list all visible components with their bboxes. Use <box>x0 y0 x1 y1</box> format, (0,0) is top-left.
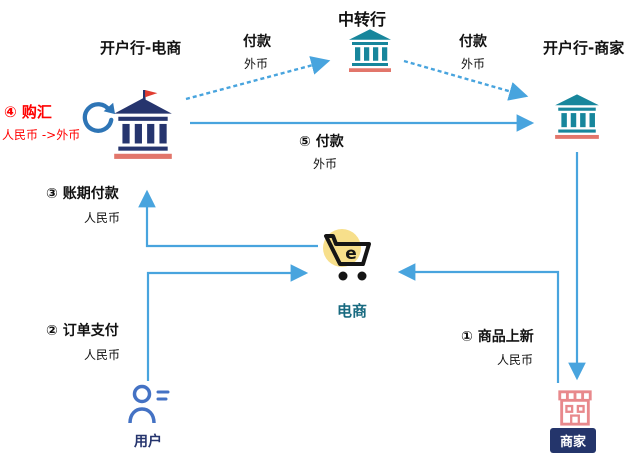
step2-sublabel: 人民币 <box>84 348 121 362</box>
pay-right-label: 付款 <box>459 34 487 50</box>
ecommerce-platform-label: 电商 <box>337 302 368 320</box>
storefront-icon <box>552 387 598 427</box>
ecommerce-bank-icon <box>110 90 176 162</box>
arrow-step3-credit-payment <box>138 189 318 248</box>
arrow-ecommerce-bank-to-transfer-bank <box>185 56 331 101</box>
user-label: 用户 <box>134 434 162 450</box>
step5-label: ⑤ 付款 <box>299 134 344 150</box>
pay-left-label: 付款 <box>243 34 271 50</box>
user-icon <box>126 383 170 427</box>
arrow-step2-order-payment <box>146 264 309 381</box>
svg-text:e: e <box>345 244 357 264</box>
pay-right-sublabel: 外币 <box>461 57 486 71</box>
currency-exchange-icon <box>78 97 116 137</box>
step5-sublabel: 外币 <box>313 157 338 171</box>
step4-label: ④ 购汇 <box>4 103 52 121</box>
ecommerce-bank-label: 开户行-电商 <box>100 39 182 57</box>
shopping-cart-icon: e <box>318 226 380 292</box>
step3-sublabel: 人民币 <box>84 211 121 225</box>
merchant-label: 商家 <box>550 428 597 453</box>
merchant-bank-label: 开户行-商家 <box>543 39 625 57</box>
merchant-bank-icon <box>552 86 602 148</box>
step4-sublabel: 人民币 ->外币 <box>2 128 81 142</box>
step1-sublabel: 人民币 <box>497 353 534 367</box>
transfer-bank-label: 中转行 <box>338 10 387 29</box>
arrow-step1-product-listing <box>397 263 560 383</box>
arrow-transfer-bank-to-merchant-bank <box>403 59 529 101</box>
step2-label: ② 订单支付 <box>46 323 119 339</box>
step3-label: ③ 账期付款 <box>46 186 119 202</box>
step1-label: ① 商品上新 <box>461 329 534 345</box>
pay-left-sublabel: 外币 <box>244 57 269 71</box>
transfer-bank-icon <box>346 26 394 76</box>
